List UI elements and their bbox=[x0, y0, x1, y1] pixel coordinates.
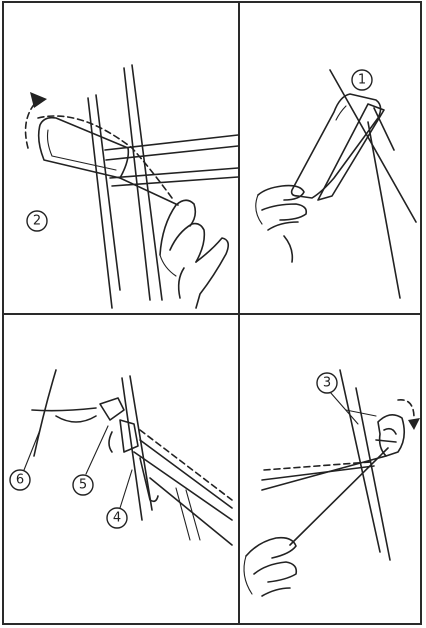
callout-4-label: 4 bbox=[113, 511, 121, 526]
callout-3-label: 3 bbox=[323, 376, 331, 391]
panel-bottom-left bbox=[24, 370, 232, 545]
callout-2: 2 bbox=[27, 211, 47, 231]
hand-icon bbox=[244, 538, 296, 596]
arrow-curved-up-icon bbox=[26, 100, 38, 148]
callout-2-label: 2 bbox=[33, 214, 41, 229]
callout-3: 3 bbox=[317, 373, 337, 393]
panel-top-right bbox=[256, 70, 416, 298]
hand-icon bbox=[160, 200, 228, 308]
hand-icon bbox=[256, 186, 307, 262]
callout-1: 1 bbox=[352, 70, 372, 90]
callout-6-label: 6 bbox=[16, 473, 24, 488]
callout-5-label: 5 bbox=[79, 478, 87, 493]
panel-bottom-right bbox=[244, 370, 420, 596]
callout-5: 5 bbox=[73, 475, 93, 495]
callout-4: 4 bbox=[107, 508, 127, 528]
arrow-curved-rotate-icon bbox=[398, 400, 414, 418]
panel-top-left bbox=[26, 65, 238, 308]
callout-6: 6 bbox=[10, 470, 30, 490]
callout-1-label: 1 bbox=[358, 73, 366, 88]
